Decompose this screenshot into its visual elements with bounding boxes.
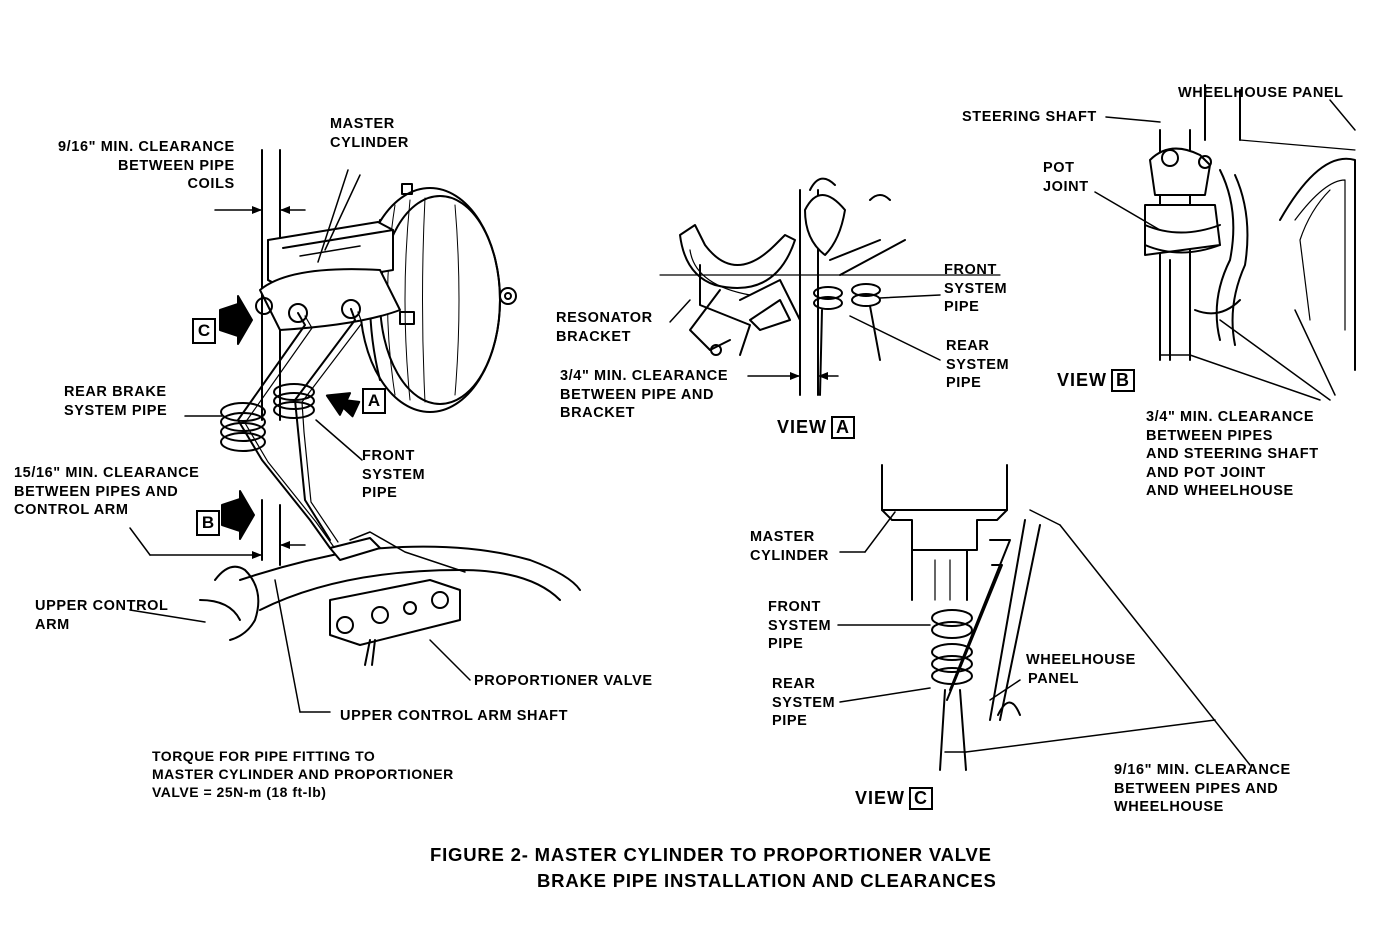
steering-clearance-label: 3/4" MIN. CLEARANCE BETWEEN PIPES AND ST… [1146, 409, 1319, 499]
master-cylinder-body [255, 169, 415, 331]
resonator-bracket-label: RESONATOR BRACKET [556, 310, 653, 345]
view-b-drawing [1094, 84, 1356, 401]
steering-shaft-label: STEERING SHAFT [962, 109, 1097, 125]
front-system-pipe-a-label: FRONT SYSTEM PIPE [944, 262, 1008, 315]
proportioner-valve-body [329, 531, 471, 681]
view-b-letter-box: B [1111, 369, 1136, 392]
view-c-drawing [837, 464, 1251, 771]
figure-caption-line-1: FIGURE 2- MASTER CYLINDER TO PROPORTIONE… [430, 844, 992, 865]
main-assembly-drawing [129, 149, 581, 713]
rear-system-pipe-a-label: REAR SYSTEM PIPE [946, 338, 1010, 391]
bracket-clearance-label: 3/4" MIN. CLEARANCE BETWEEN PIPE AND BRA… [560, 368, 729, 421]
pipe-coil-clearance-label: 9/16" MIN. CLEARANCE BETWEEN PIPE COILS [58, 139, 235, 192]
figure-caption-line-2: BRAKE PIPE INSTALLATION AND CLEARANCES [537, 870, 997, 891]
torque-note: TORQUE FOR PIPE FITTING TO MASTER CYLIND… [152, 748, 454, 800]
master-cylinder-label: MASTER CYLINDER [330, 116, 409, 151]
front-system-pipe-c-label: FRONT SYSTEM PIPE [768, 599, 832, 652]
upper-control-arm-shaft-label: UPPER CONTROL ARM SHAFT [340, 708, 569, 724]
upper-control-arm-label: UPPER CONTROL ARM [35, 598, 169, 633]
pot-joint-label: POT JOINT [1043, 160, 1089, 195]
view-c-callout: C [192, 318, 216, 344]
wheelhouse-panel-c-label: WHEELHOUSE PANEL [1026, 652, 1136, 687]
view-a-drawing [659, 177, 1001, 396]
upper-control-arm [129, 545, 581, 641]
master-cylinder-c-label: MASTER CYLINDER [750, 529, 829, 564]
view-a-callout: A [362, 388, 386, 414]
front-system-pipe-main-label: FRONT SYSTEM PIPE [362, 448, 426, 501]
wheelhouse-clearance-label: 9/16" MIN. CLEARANCE BETWEEN PIPES AND W… [1114, 762, 1291, 815]
rear-pipe-coil [220, 402, 266, 452]
view-a-letter-box: A [831, 416, 856, 439]
proportioner-valve-label: PROPORTIONER VALVE [474, 673, 653, 689]
rear-brake-system-pipe-label: REAR BRAKE SYSTEM PIPE [64, 384, 168, 419]
view-b-callout: B [196, 510, 220, 536]
control-arm-clearance-label: 15/16" MIN. CLEARANCE BETWEEN PIPES AND … [14, 465, 200, 518]
front-pipe-coil [273, 383, 315, 419]
rear-system-pipe-c-label: REAR SYSTEM PIPE [772, 676, 836, 729]
view-c-letter-box: C [909, 787, 934, 810]
wheelhouse-panel-b-label: WHEELHOUSE PANEL [1178, 85, 1344, 101]
